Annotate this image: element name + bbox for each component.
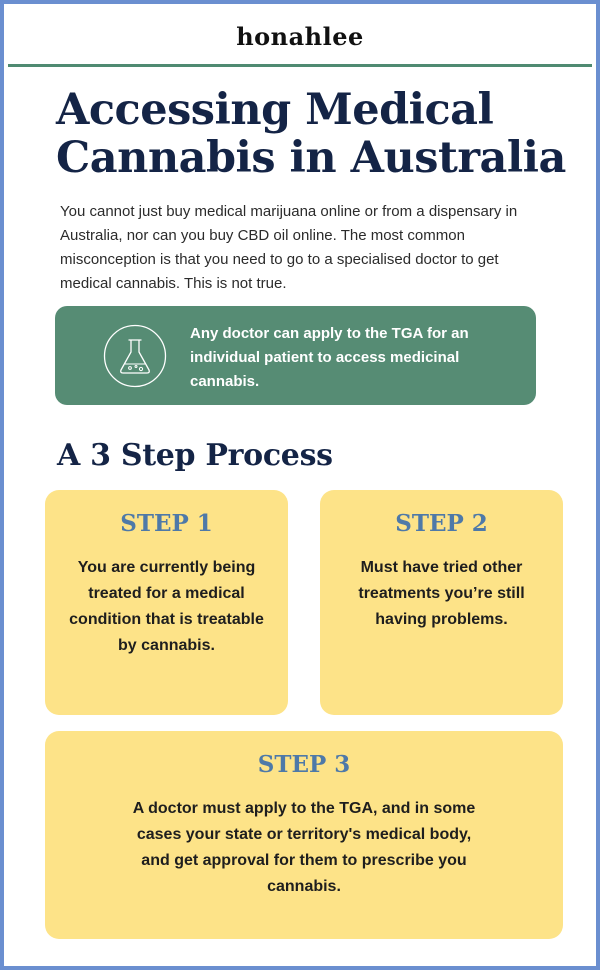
step-card-2: STEP 2 Must have tried other treatments … — [320, 490, 563, 715]
process-title: A 3 Step Process — [57, 438, 333, 473]
step-text-2: Must have tried other treatments you’re … — [358, 559, 525, 628]
step-label-2: STEP 2 — [395, 510, 488, 537]
brand-header: honahlee — [8, 8, 592, 67]
brand-logo: honahlee — [236, 21, 364, 51]
step-card-1: STEP 1 You are currently being treated f… — [45, 490, 288, 715]
callout-text: Any doctor can apply to the TGA for an i… — [190, 325, 469, 390]
step-label-1: STEP 1 — [120, 510, 213, 537]
page-title: Accessing Medical Cannabis in Australia — [56, 85, 566, 183]
doctor-callout: Any doctor can apply to the TGA for an i… — [55, 306, 536, 405]
step-text-1: You are currently being treated for a me… — [69, 559, 264, 654]
step-card-3: STEP 3 A doctor must apply to the TGA, a… — [45, 731, 563, 939]
flask-icon — [103, 324, 167, 388]
step-text-3: A doctor must apply to the TGA, and in s… — [132, 800, 476, 895]
step-label-3: STEP 3 — [257, 751, 351, 778]
intro-paragraph: You cannot just buy medical marijuana on… — [60, 203, 518, 292]
